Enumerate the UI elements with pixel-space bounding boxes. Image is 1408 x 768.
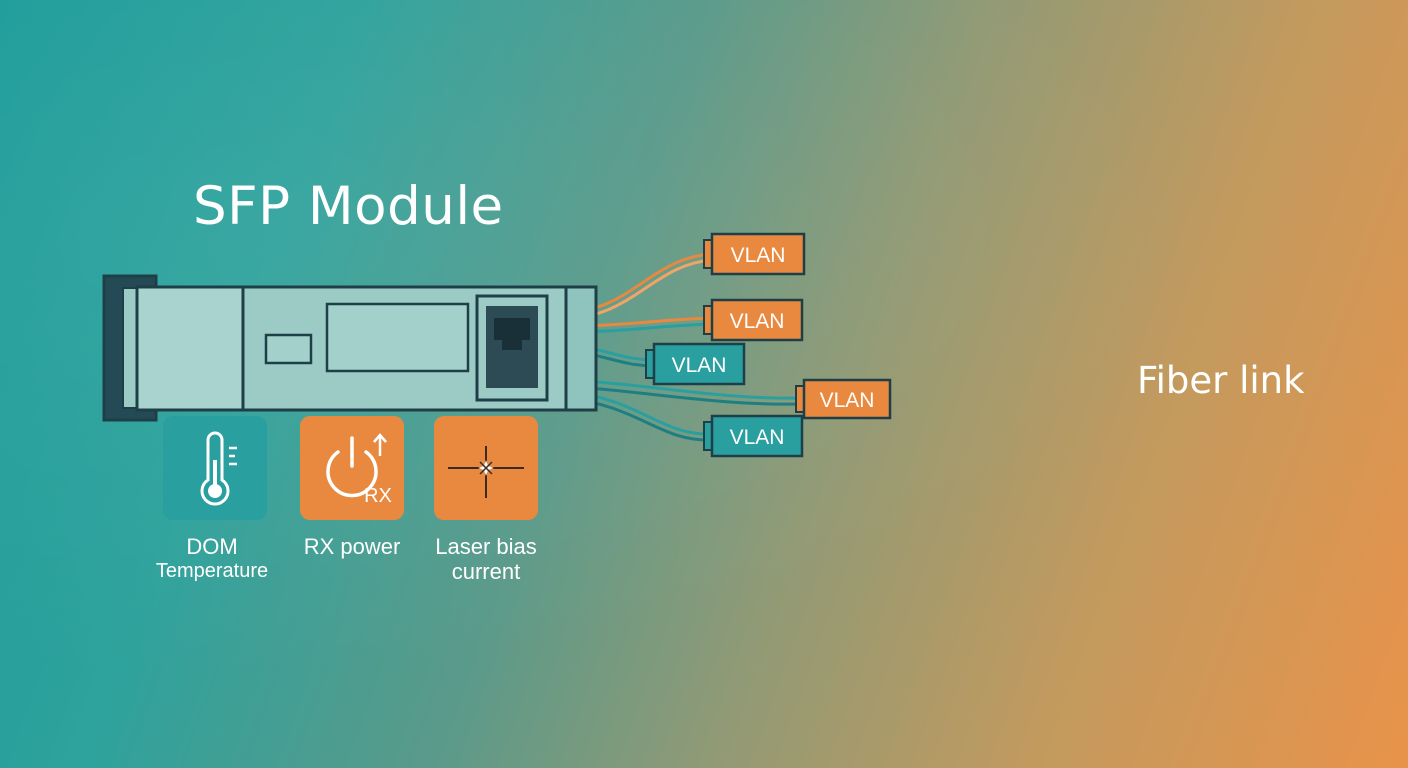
- thermometer-icon: [200, 431, 237, 506]
- vlan-label: VLAN: [731, 244, 786, 267]
- temperature-caption: DOM Temperature: [140, 534, 284, 584]
- module-rear-tab: [564, 285, 598, 412]
- laser-bias-caption-line2: current: [451, 559, 521, 584]
- module-status-window: [264, 333, 313, 365]
- rx-power-icon: RX: [326, 433, 392, 507]
- temperature-caption-line2: Temperature: [155, 560, 269, 582]
- vlan-label: VLAN: [730, 310, 785, 333]
- vlan-label: VLAN: [672, 354, 727, 377]
- module-bezel: [135, 285, 245, 412]
- laser-spark-icon: [448, 446, 524, 498]
- sfp-module: [102, 274, 598, 422]
- laser-bias-caption-line1: Laser bias: [435, 534, 537, 559]
- fiber-link-label: Fiber link: [1137, 359, 1305, 402]
- vlan-connector: VLAN: [795, 378, 892, 420]
- rx-icon-text: RX: [364, 485, 392, 507]
- vlan-connector: VLAN: [703, 298, 804, 342]
- vlan-connector: VLAN: [645, 342, 746, 386]
- temperature-tile: [163, 416, 267, 520]
- vlan-label: VLAN: [730, 426, 785, 449]
- rx-power-caption-line1: RX power: [303, 534, 401, 559]
- vlan-connector: VLAN: [703, 232, 806, 276]
- rx-power-tile: RX: [300, 416, 404, 520]
- module-label-panel: [325, 302, 470, 373]
- vlan-connector: VLAN: [703, 414, 804, 458]
- diagram-title: SFP Module: [193, 176, 504, 237]
- rx-power-caption: RX power: [285, 534, 419, 559]
- laser-bias-tile: [434, 416, 538, 520]
- laser-bias-caption: Laser bias current: [417, 534, 555, 584]
- vlan-label: VLAN: [820, 389, 875, 412]
- temperature-caption-line1: DOM: [186, 534, 238, 559]
